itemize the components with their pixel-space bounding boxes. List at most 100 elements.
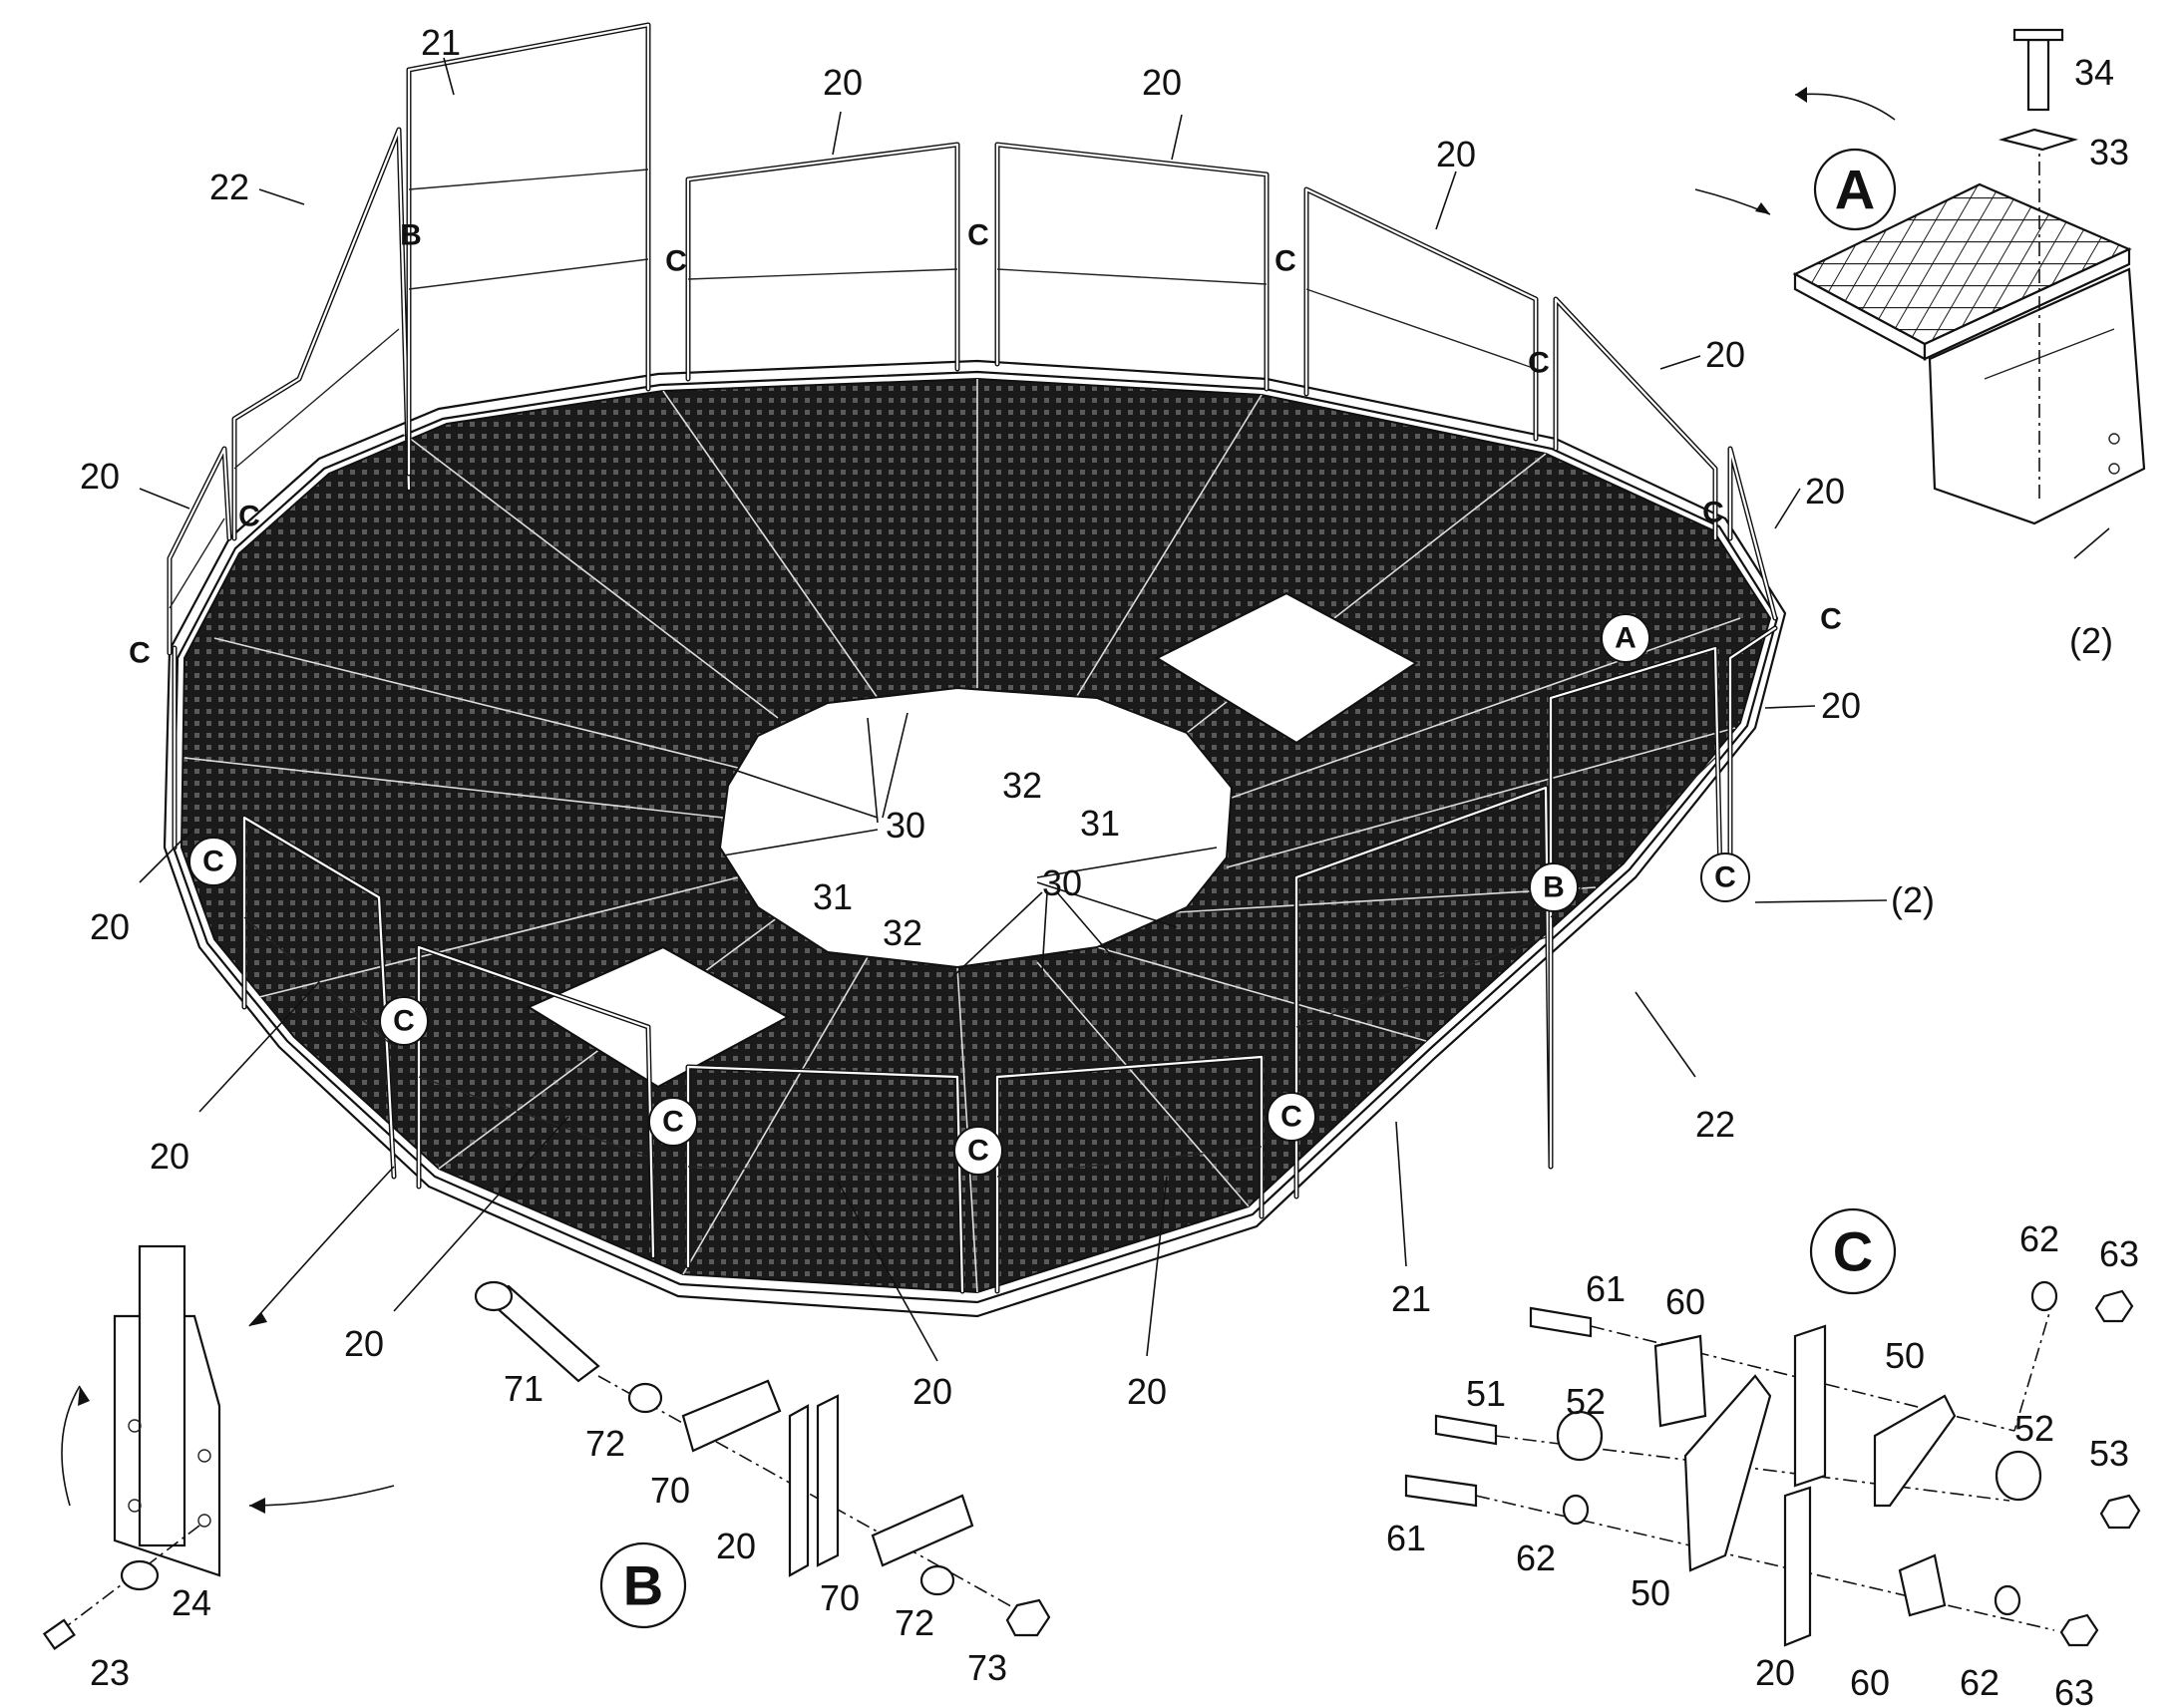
marker-c: C [1528, 347, 1550, 380]
callout-20: 20 [150, 1136, 189, 1177]
marker-c: C [665, 245, 687, 278]
plate-icon [681, 1379, 782, 1453]
callout-20: 20 [1805, 471, 1845, 512]
label-72: 72 [895, 1602, 934, 1643]
callout-20: 20 [823, 62, 863, 103]
label-62: 62 [2019, 1218, 2059, 1259]
svg-text:B: B [400, 219, 422, 252]
detail-c: C 61 60 62 63 51 52 50 [1386, 1207, 2141, 1708]
label-50: 50 [1885, 1335, 1925, 1376]
marker-c-circle: C [379, 996, 429, 1046]
svg-text:A: A [1615, 622, 1636, 655]
svg-text:C: C [1280, 1101, 1302, 1134]
marker-c: C [1820, 603, 1842, 636]
callout-20: 20 [80, 456, 120, 497]
clamp-icon [1653, 1334, 1707, 1428]
label-73: 73 [967, 1647, 1007, 1688]
step-bracket [1928, 267, 2146, 525]
callout-22: 22 [1695, 1104, 1735, 1145]
washer-icon [627, 1382, 663, 1414]
svg-text:C: C [1274, 245, 1296, 278]
label-72: 72 [585, 1423, 625, 1464]
detail-a: A 34 33 (2) [1694, 28, 2146, 661]
washer-icon [1562, 1494, 1590, 1526]
label-63: 63 [2099, 1233, 2139, 1274]
washer-icon [1994, 1584, 2021, 1616]
bolt-icon [42, 1618, 76, 1650]
svg-text:C: C [662, 1106, 684, 1139]
callout-20: 20 [1142, 62, 1182, 103]
bolt-icon [1529, 1306, 1593, 1338]
callout-31: 31 [1080, 803, 1120, 844]
detail-foot-plate: 24 23 [42, 1166, 395, 1693]
label-60: 60 [1850, 1662, 1890, 1703]
marker-c-circle: C [1267, 1092, 1316, 1142]
callout-20: 20 [1127, 1371, 1167, 1412]
screw-icon [2026, 38, 2050, 112]
label-71: 71 [504, 1368, 544, 1409]
detail-c-title: C [1833, 1220, 1873, 1283]
plate-icon [871, 1494, 974, 1567]
washer-icon [1556, 1410, 1604, 1462]
svg-text:B: B [1543, 871, 1565, 904]
marker-c-circle: C [188, 837, 238, 886]
circular-platform [163, 359, 1787, 1318]
platform-markers: C C C C C C C C B C C C C C C [129, 219, 1842, 1176]
svg-text:C: C [1528, 347, 1550, 380]
svg-text:C: C [238, 501, 260, 533]
detail-b-title: B [623, 1554, 663, 1617]
label-52: 52 [1566, 1381, 1606, 1422]
access-hatch-left [526, 945, 791, 1089]
washer-icon [2030, 1280, 2058, 1312]
nut-icon [2094, 1289, 2134, 1323]
callout-20: 20 [1821, 685, 1861, 726]
label-33: 33 [2089, 132, 2129, 172]
svg-text:C: C [665, 245, 687, 278]
marker-c-circle: C [953, 1126, 1003, 1176]
callout-21: 21 [1391, 1278, 1431, 1319]
callout-32: 32 [1002, 765, 1042, 806]
marker-c: C [967, 219, 989, 252]
callout-20: 20 [344, 1323, 384, 1364]
marker-b: B [400, 219, 422, 252]
callout-20: 20 [1705, 334, 1745, 375]
nut-icon [1005, 1598, 1051, 1637]
label-53: 53 [2089, 1433, 2129, 1474]
callout-22: 22 [209, 167, 249, 207]
detail-b: B 71 72 70 20 70 72 73 [474, 1280, 1051, 1688]
washer-icon [1995, 1450, 2042, 1502]
platform-skirt [163, 359, 1787, 1318]
marker-b-circle: B [1529, 862, 1579, 912]
guardrails [167, 22, 1778, 1294]
clamp-icon [1898, 1553, 1947, 1617]
marker-c: C [1274, 245, 1296, 278]
label-70: 70 [820, 1577, 860, 1618]
marker-c-circle: C [648, 1097, 698, 1147]
label-52: 52 [2014, 1408, 2054, 1449]
label-20: 20 [1755, 1652, 1795, 1693]
callout-32: 32 [883, 912, 922, 953]
label-20: 20 [716, 1526, 756, 1566]
svg-text:C: C [1714, 861, 1736, 894]
inner-opening [718, 686, 1234, 969]
marker-c: C [238, 501, 260, 533]
label-34: 34 [2074, 52, 2114, 93]
marker-c: C [129, 637, 151, 670]
label-62: 62 [1960, 1662, 1999, 1703]
callout-31: 31 [813, 876, 853, 917]
detail-a-title: A [1835, 159, 1875, 221]
svg-text:C: C [393, 1005, 415, 1038]
label-62: 62 [1516, 1537, 1556, 1578]
washer-icon [120, 1559, 160, 1591]
label-61: 61 [1386, 1518, 1426, 1558]
label-63: 63 [2054, 1672, 2094, 1708]
callout-30: 30 [1042, 862, 1082, 903]
washer-icon [1998, 128, 2079, 152]
clamp-icon [1683, 1374, 1772, 1572]
callout-20: 20 [1436, 134, 1476, 174]
marker-a-circle: A [1601, 613, 1650, 663]
svg-text:C: C [202, 846, 224, 878]
callout-21: 21 [421, 22, 461, 63]
label-61: 61 [1586, 1268, 1626, 1309]
